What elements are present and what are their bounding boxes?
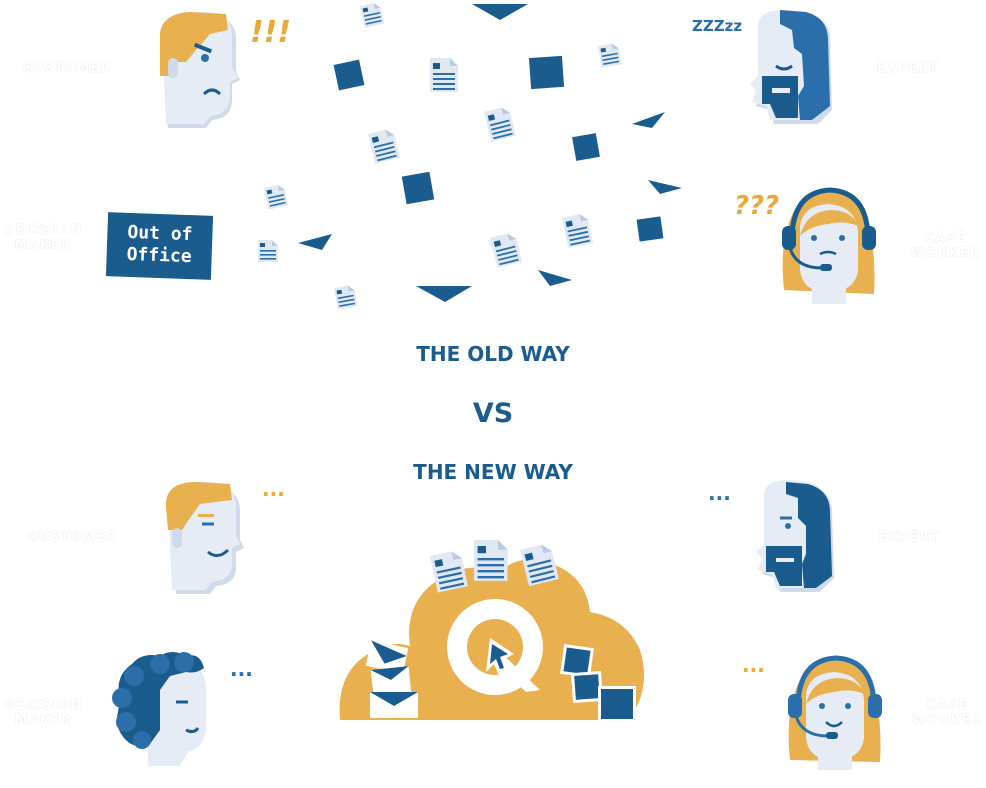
role-label-case-worker-bottom: CASE WORKER — [912, 698, 983, 728]
vs-heading: VS — [472, 398, 514, 429]
role-label-customer-top: CUSTOMER — [22, 61, 112, 76]
expert-sleeping-avatar — [750, 10, 832, 124]
out-of-office-sign: Out of Office — [105, 212, 214, 280]
document-icon — [474, 540, 508, 581]
envelope-icon — [298, 234, 332, 250]
speech-dots: ... — [230, 657, 253, 681]
role-label-expert-top: EXPERT — [877, 61, 939, 76]
expert-avatar — [756, 480, 834, 592]
envelope-icon — [632, 112, 665, 128]
document-icon — [264, 183, 289, 210]
document-icon — [334, 284, 358, 310]
square-tile-icon — [572, 133, 600, 161]
envelope-icon — [416, 286, 472, 302]
square-tile-icon — [570, 670, 604, 704]
speech-dots: ... — [742, 653, 765, 677]
envelope-icon — [365, 640, 409, 674]
role-label-case-worker-top: CASE WORKER — [910, 231, 981, 261]
square-tile-icon — [528, 55, 565, 90]
snoring-text: ZZZzz — [692, 17, 742, 35]
document-icon — [368, 127, 400, 164]
case-worker-confused-avatar — [782, 187, 876, 304]
square-tile-icon — [560, 644, 594, 678]
old-way-heading: THE OLD WAY — [416, 342, 570, 366]
role-label-customer-bottom: CUSTOMER — [28, 530, 118, 545]
case-worker-avatar — [788, 655, 882, 770]
speech-dots: ... — [708, 481, 731, 505]
document-icon — [490, 231, 522, 268]
envelope-icon — [472, 4, 528, 20]
exclamation-marks: !!! — [250, 15, 291, 50]
role-label-decision-maker-top: DECISION MAKER — [4, 223, 83, 253]
envelope-icon — [538, 270, 572, 286]
envelope-icon — [648, 180, 682, 194]
square-tile-icon — [636, 216, 664, 242]
customer-angry-avatar — [159, 12, 240, 128]
document-icon — [598, 42, 622, 68]
square-tile-icon — [401, 171, 435, 205]
document-icon — [484, 105, 516, 142]
customer-happy-avatar — [165, 482, 244, 594]
square-tile-icon — [598, 686, 636, 722]
new-way-heading: THE NEW WAY — [413, 460, 573, 484]
speech-dots: ... — [262, 477, 285, 501]
envelope-icon — [370, 692, 418, 718]
document-icon — [360, 1, 385, 28]
envelope-icon — [370, 666, 412, 696]
role-label-decision-maker-bottom: DECISION MAKER — [4, 698, 83, 728]
document-icon — [258, 240, 278, 262]
role-label-expert-bottom: EXPERT — [878, 530, 940, 545]
out-of-office-text: Out of Office — [126, 221, 193, 268]
q-logo-icon — [447, 599, 543, 695]
square-tile-icon — [333, 59, 365, 91]
question-marks: ??? — [734, 191, 779, 221]
document-icon — [430, 58, 458, 92]
decision-maker-avatar — [112, 652, 206, 766]
document-icon — [562, 212, 594, 248]
